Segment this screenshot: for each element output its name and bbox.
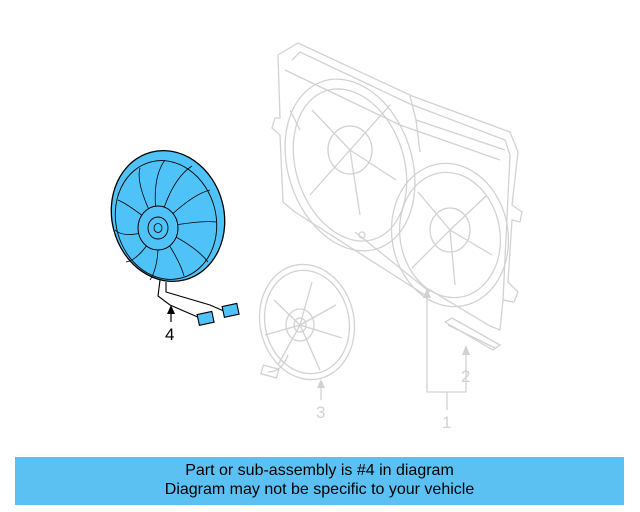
callout-3: 3: [316, 403, 325, 422]
callout-1: 1: [442, 413, 451, 432]
leader-line-4: [167, 305, 175, 322]
banner-line-assembly: Part or sub-assembly is #4 in diagram: [185, 462, 454, 479]
parts-diagram: 1 2 3 4: [110, 42, 523, 432]
secondary-fan-motor: [258, 263, 356, 381]
info-banner: Part or sub-assembly is #4 in diagram Di…: [15, 457, 624, 505]
leader-lines: [320, 292, 467, 410]
air-guide-strip: [443, 317, 502, 351]
leader-arrowheads: [317, 288, 470, 388]
banner-line-disclaimer: Diagram may not be specific to your vehi…: [164, 481, 475, 498]
fan-shroud-assembly: [271, 42, 523, 331]
callout-4: 4: [165, 325, 174, 344]
callout-2: 2: [461, 367, 470, 386]
cooling-fan-highlighted: [110, 149, 240, 326]
